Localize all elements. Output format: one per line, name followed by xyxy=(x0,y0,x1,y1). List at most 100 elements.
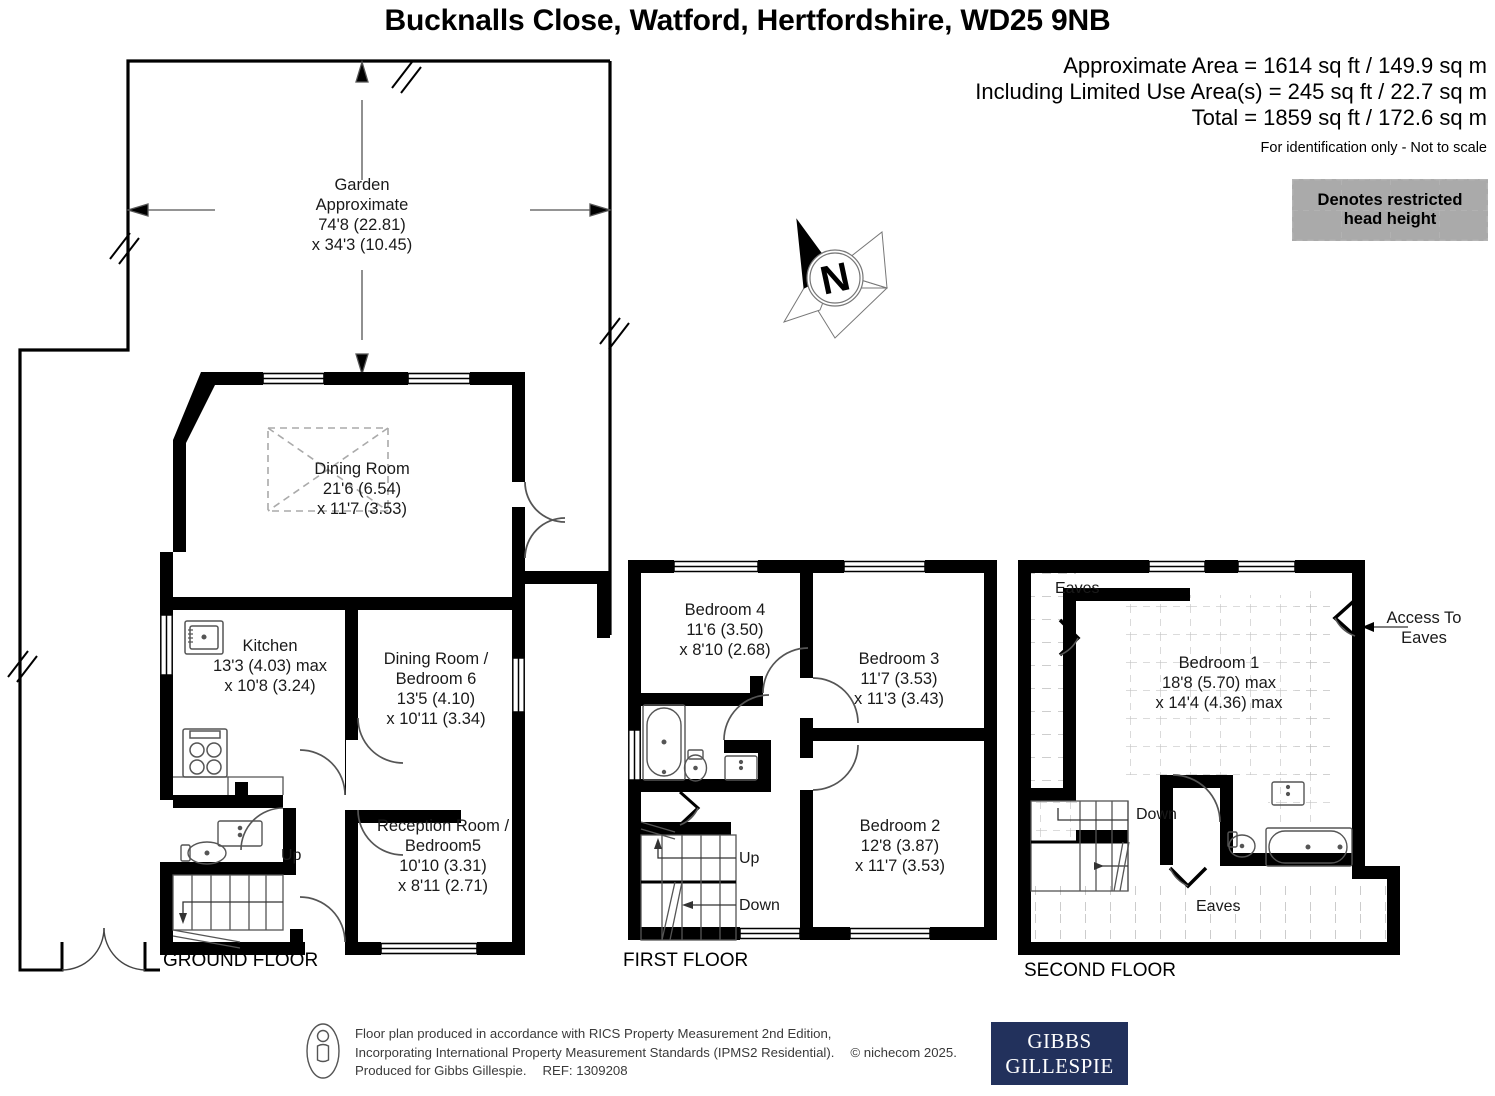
footer-ref: REF: 1309208 xyxy=(542,1063,628,1078)
ground-door-swings xyxy=(299,717,404,943)
room-name: Bedroom 3 xyxy=(858,650,940,668)
room-dim-1: 21'6 (6.54) xyxy=(322,480,402,498)
access-to-eaves-line-2: Eaves xyxy=(1401,629,1447,647)
room-label-reception-room-bedroom-5: Reception Room / Bedroom5 10'10 (3.31) x… xyxy=(377,816,509,896)
room-name: Dining Room xyxy=(314,460,410,478)
room-dim-1: 18'8 (5.70) max xyxy=(1161,674,1277,692)
french-doors xyxy=(524,481,566,559)
area-summary: Approximate Area = 1614 sq ft / 149.9 sq… xyxy=(975,53,1487,158)
room-dim-2: x 10'8 (3.24) xyxy=(224,677,316,695)
footer-line-2-wrap: Incorporating International Property Mea… xyxy=(355,1044,957,1063)
floor-label-first: FIRST FLOOR xyxy=(623,950,749,971)
wc-door-swing xyxy=(240,807,284,851)
compass-rose-icon: N xyxy=(782,218,888,339)
room-name-2: Bedroom 6 xyxy=(395,670,477,688)
bathroom-bath-icon xyxy=(642,704,686,781)
eaves-access-door-left xyxy=(1058,618,1081,657)
room-label-dining-room-bedroom-6: Dining Room / Bedroom 6 13'5 (4.10) x 10… xyxy=(384,649,489,729)
footer-text: Floor plan produced in accordance with R… xyxy=(355,1025,957,1081)
legend-hatch-icon xyxy=(1292,179,1488,241)
room-label-bedroom-3: Bedroom 3 11'7 (3.53) x 11'3 (3.43) xyxy=(854,649,944,709)
person-icon xyxy=(306,1023,340,1079)
room-name: Kitchen xyxy=(242,637,298,655)
room-dim-1: 10'10 (3.31) xyxy=(399,857,487,875)
approximate-area: Approximate Area = 1614 sq ft / 149.9 sq… xyxy=(1063,53,1487,78)
stairs-down-label-first: Down xyxy=(739,897,780,914)
room-dim-2: x 10'11 (3.34) xyxy=(386,710,486,728)
disclaimer: For identification only - Not to scale xyxy=(1260,140,1487,156)
room-dim-2: x 14'4 (4.36) max xyxy=(1155,694,1283,712)
porch-outline xyxy=(18,940,160,972)
room-name: Bedroom 2 xyxy=(859,817,941,835)
logo-line-1: GIBBS xyxy=(1027,1028,1092,1053)
bedroom-1-door-swing xyxy=(1172,774,1221,823)
second-floor-plan xyxy=(1018,560,1400,955)
room-dim-1: 11'7 (3.53) xyxy=(860,670,938,688)
room-dim-1: 11'6 (3.50) xyxy=(686,621,764,639)
eaves-access-door-right xyxy=(1332,598,1357,638)
second-floor-toilet-icon xyxy=(1227,831,1256,858)
eaves-label-top: Eaves xyxy=(1055,580,1100,597)
garden-name: Garden xyxy=(334,176,390,194)
room-name: Reception Room / xyxy=(376,817,510,835)
footer-line-3: Produced for Gibbs Gillespie. xyxy=(355,1063,527,1078)
room-name-2: Bedroom5 xyxy=(404,837,482,855)
first-floor-door-swings xyxy=(723,647,859,791)
legend-line-2: head height xyxy=(1343,210,1437,228)
stairs-down-label-second: Down xyxy=(1136,806,1177,823)
bathroom-door xyxy=(678,790,701,827)
access-to-eaves-line-1: Access To xyxy=(1386,609,1462,627)
room-label-bedroom-2: Bedroom 2 12'8 (3.87) x 11'7 (3.53) xyxy=(855,816,945,876)
eaves-label-bottom: Eaves xyxy=(1196,898,1241,915)
room-dim-1: 13'3 (4.03) max xyxy=(212,657,328,675)
wc-basin-icon xyxy=(217,820,263,847)
bathroom-basin-icon xyxy=(724,755,758,781)
staircase-first-floor xyxy=(640,821,737,941)
footer-line-1: Floor plan produced in accordance with R… xyxy=(355,1026,832,1041)
garden-label: Garden Approximate 74'8 (22.81) x 34'3 (… xyxy=(312,175,412,255)
restricted-head-height-legend: Denotes restricted head height xyxy=(1292,179,1488,241)
room-dim-2: x 11'7 (3.53) xyxy=(855,857,945,875)
footer-line-2: Incorporating International Property Mea… xyxy=(355,1044,835,1060)
room-name: Bedroom 4 xyxy=(684,601,766,619)
room-name: Bedroom 1 xyxy=(1178,654,1260,672)
room-dim-2: x 8'11 (2.71) xyxy=(398,877,488,895)
room-dim-1: 12'8 (3.87) xyxy=(860,837,940,855)
logo-line-2: GILLESPIE xyxy=(1005,1053,1114,1078)
second-floor-bath-icon xyxy=(1265,827,1353,867)
kitchen-counter-line xyxy=(173,776,284,795)
access-to-eaves-label: Access To Eaves xyxy=(1387,608,1462,648)
page-title: Bucknalls Close, Watford, Hertfordshire,… xyxy=(384,4,1111,37)
kitchen-sink-icon xyxy=(184,620,224,655)
stairs-up-label-first: Up xyxy=(739,850,760,867)
porch-door-swings xyxy=(61,927,146,971)
legend-line-1: Denotes restricted xyxy=(1317,191,1463,209)
gibbs-gillespie-logo: GIBBS GILLESPIE xyxy=(991,1022,1128,1085)
garden-dim-1: 74'8 (22.81) xyxy=(318,216,406,234)
garden-dimension-arrows xyxy=(125,59,613,377)
legend-label: Denotes restricted head height xyxy=(1318,191,1463,229)
footer: Floor plan produced in accordance with R… xyxy=(305,1022,1145,1081)
garden-qualifier: Approximate xyxy=(315,196,409,214)
staircase-second-floor xyxy=(1030,800,1130,892)
access-to-eaves-arrow-icon xyxy=(1362,622,1408,632)
total-area: Total = 1859 sq ft / 172.6 sq m xyxy=(1191,105,1487,130)
garden-dim-2: x 34'3 (10.45) xyxy=(311,236,413,254)
stairs-up-label-ground: Up xyxy=(281,847,302,864)
restricted-head-height-zones xyxy=(1032,588,1335,840)
first-floor-plan xyxy=(628,560,997,941)
second-floor-walls xyxy=(1018,560,1400,955)
room-dim-1: 13'5 (4.10) xyxy=(396,690,476,708)
floor-label-second: SECOND FLOOR xyxy=(1024,960,1177,981)
second-floor-basin-icon xyxy=(1271,781,1305,806)
bathroom-toilet-icon xyxy=(683,749,708,782)
staircase-up xyxy=(172,874,284,949)
room-dim-2: x 11'3 (3.43) xyxy=(854,690,944,708)
limited-use-area: Including Limited Use Area(s) = 245 sq f… xyxy=(975,79,1487,104)
floor-label-ground: GROUND FLOOR xyxy=(163,950,319,971)
room-label-dining-room: Dining Room 21'6 (6.54) x 11'7 (3.53) xyxy=(314,459,409,519)
footer-copyright: © nichecom 2025. xyxy=(850,1044,957,1060)
room-label-bedroom-4: Bedroom 4 11'6 (3.50) x 8'10 (2.68) xyxy=(679,600,770,660)
eaves-access-door-bottom xyxy=(1168,866,1208,889)
